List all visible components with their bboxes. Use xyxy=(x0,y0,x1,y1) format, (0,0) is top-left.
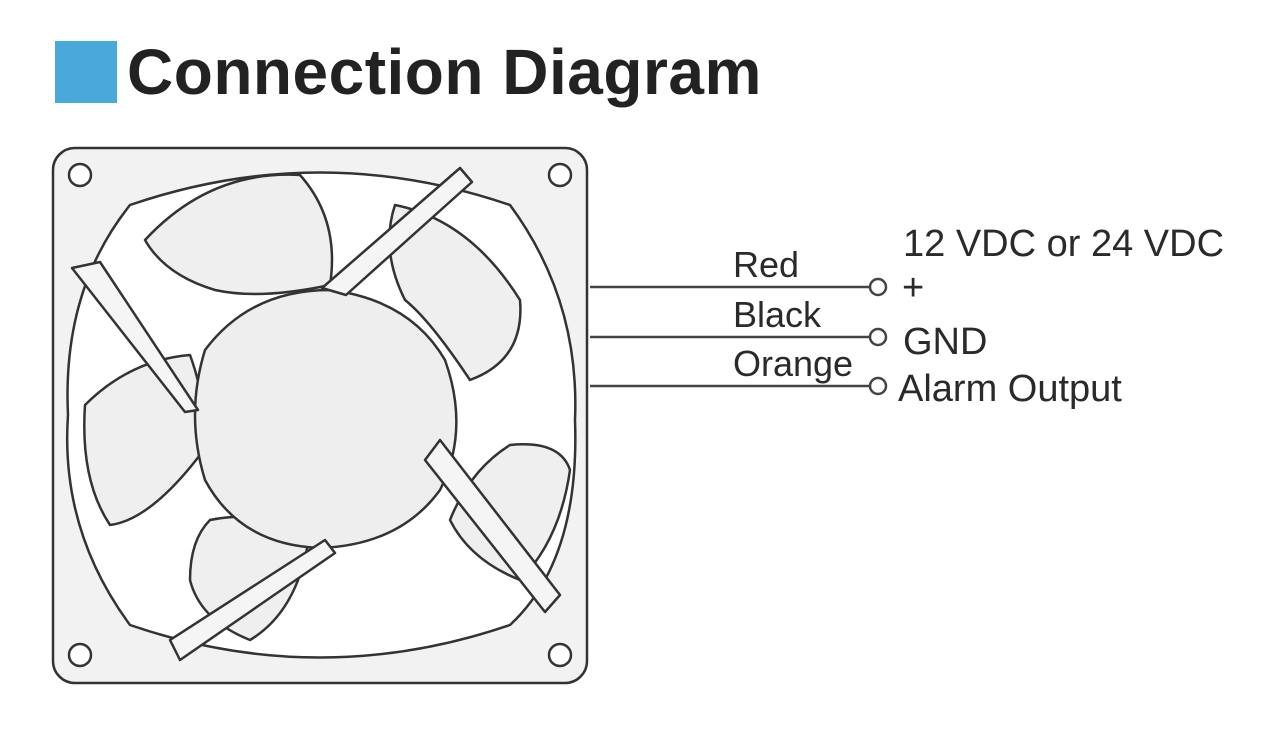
wire-label-black: Black xyxy=(733,294,822,335)
fan-illustration xyxy=(51,146,589,685)
page-title: Connection Diagram xyxy=(127,36,762,108)
title-accent-square xyxy=(55,41,117,103)
fan-blade xyxy=(388,203,522,382)
header: Connection Diagram xyxy=(55,40,762,104)
wire-label-orange: Orange xyxy=(733,343,853,384)
terminal-label-alarm: Alarm Output xyxy=(898,368,1122,410)
mounting-hole xyxy=(67,162,93,188)
fan-strut xyxy=(320,166,474,297)
mounting-hole xyxy=(547,642,573,668)
wire-label-red: Red xyxy=(733,244,799,285)
fan-hub xyxy=(193,288,458,550)
fan-strut xyxy=(168,538,337,662)
fan-strut xyxy=(423,438,562,614)
supply-voltage-label: 12 VDC or 24 VDC xyxy=(903,223,1224,265)
terminal-orange xyxy=(868,376,888,396)
terminal-black xyxy=(868,327,888,347)
fan-strut xyxy=(70,260,200,414)
terminal-label-plus: + xyxy=(902,267,924,309)
mounting-hole xyxy=(67,642,93,668)
mounting-hole xyxy=(547,162,573,188)
terminal-label-gnd: GND xyxy=(903,321,987,363)
wires xyxy=(590,277,888,396)
fan-blade xyxy=(143,173,334,296)
terminal-red xyxy=(868,277,888,297)
